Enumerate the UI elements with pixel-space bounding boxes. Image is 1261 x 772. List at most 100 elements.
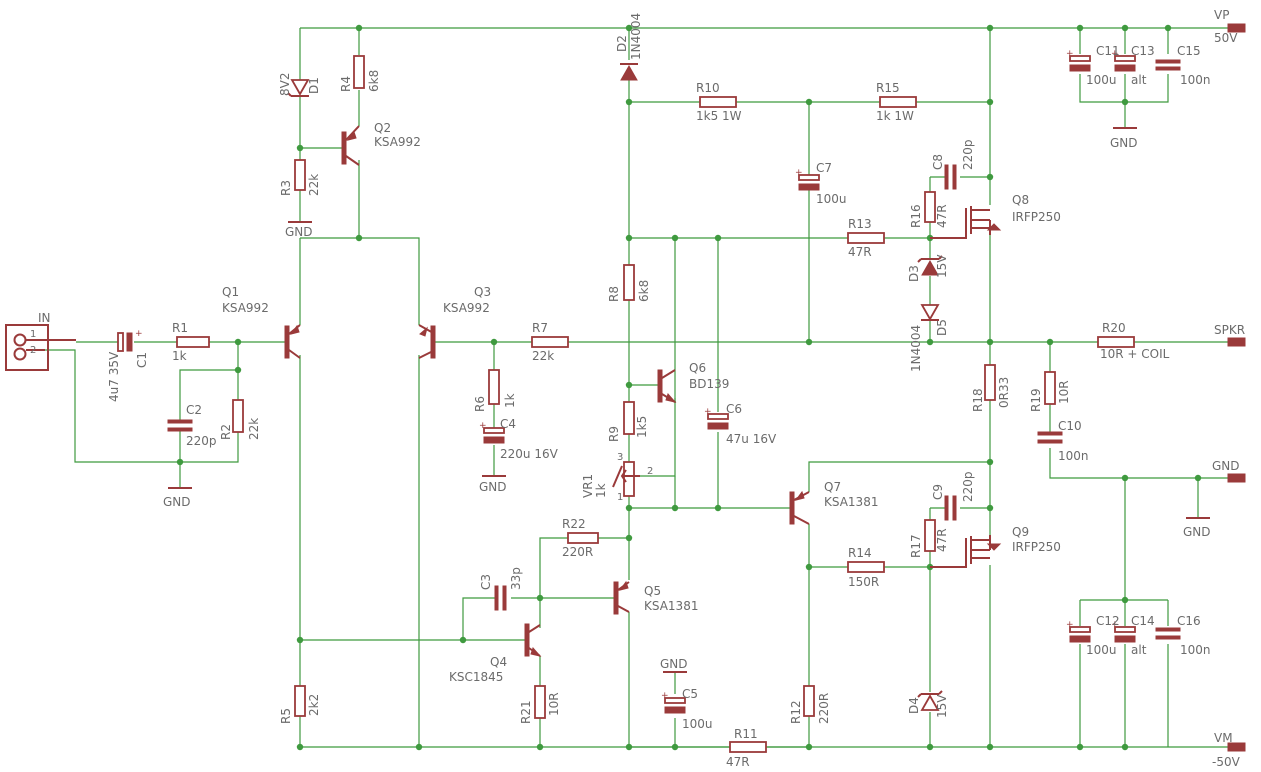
label-r20: R20 — [1102, 321, 1126, 335]
svg-text:+: + — [1111, 620, 1119, 630]
label-r17-value: 47R — [935, 528, 949, 552]
label-c9-value: 220p — [961, 471, 975, 502]
label-c13: C13 — [1131, 44, 1155, 58]
resistor-r13 — [847, 232, 885, 244]
resistor-r9 — [623, 401, 635, 435]
label-d3: D3 — [907, 265, 921, 282]
resistors — [176, 55, 1135, 753]
resistor-r15 — [879, 96, 917, 108]
label-gnd-1: GND — [285, 225, 313, 239]
label-r13: R13 — [848, 217, 872, 231]
label-r3-value: 22k — [307, 174, 321, 196]
label-r11-value: 47R — [726, 755, 750, 769]
label-c8-value: 220p — [961, 139, 975, 170]
label-c7-value: 100u — [816, 192, 847, 206]
diode-d5 — [920, 304, 940, 321]
label-c1: C1 — [135, 352, 149, 368]
label-vp-value: 50V — [1214, 31, 1238, 45]
resistor-r11 — [729, 741, 767, 753]
ground-symbols — [168, 127, 1210, 673]
vp-terminal — [1227, 23, 1246, 33]
label-r4: R4 — [339, 76, 353, 92]
label-r9: R9 — [607, 426, 621, 442]
label-q7: Q7 — [824, 480, 841, 494]
label-r21: R21 — [519, 700, 533, 724]
resistor-r5 — [294, 685, 306, 717]
label-c13-value: alt — [1131, 73, 1147, 87]
label-vr1-pin-2: 2 — [647, 466, 653, 477]
label-r9-value: 1k5 — [635, 416, 649, 438]
label-gnd-2: GND — [1110, 136, 1138, 150]
label-in: IN — [38, 311, 51, 325]
label-c11: C11 — [1096, 44, 1120, 58]
capacitor-c12: + — [1066, 620, 1091, 643]
resistor-r21 — [534, 685, 546, 719]
label-r5: R5 — [279, 708, 293, 724]
transistor-q5 — [613, 580, 630, 615]
label-c10-value: 100n — [1058, 449, 1089, 463]
label-q7-value: KSA1381 — [824, 495, 878, 509]
label-r15: R15 — [876, 81, 900, 95]
label-r12: R12 — [789, 700, 803, 724]
label-c2-value: 220p — [186, 434, 217, 448]
label-c8: C8 — [931, 154, 945, 170]
label-gnd-7: GND — [660, 657, 688, 671]
resistor-r22 — [567, 532, 599, 544]
capacitor-c1: + — [117, 329, 143, 352]
electrolytic-capacitors: + + + + + + + + + — [117, 49, 1136, 714]
capacitor-c5: + — [661, 691, 686, 714]
label-r1-value: 1k — [172, 349, 187, 363]
label-r2-value: 22k — [247, 418, 261, 440]
label-d1-value: 8V2 — [278, 73, 292, 96]
capacitor-c15 — [1155, 59, 1181, 71]
label-r6: R6 — [473, 396, 487, 412]
capacitor-c2 — [167, 419, 193, 432]
label-r18-value: 0R33 — [997, 377, 1011, 408]
svg-text:+: + — [479, 421, 487, 431]
label-r22-value: 220R — [562, 545, 593, 559]
label-c12-value: 100u — [1086, 643, 1117, 657]
label-r7: R7 — [532, 321, 548, 335]
label-c5-value: 100u — [682, 717, 713, 731]
label-q3: Q3 — [474, 285, 491, 299]
label-c3-value: 33p — [509, 567, 523, 590]
label-r21-value: 10R — [547, 692, 561, 716]
resistor-r3 — [294, 159, 306, 191]
label-q3-value: KSA992 — [443, 301, 490, 315]
label-spkr: SPKR — [1214, 323, 1245, 337]
wires — [45, 27, 1228, 748]
label-c10: C10 — [1058, 419, 1082, 433]
label-r13-value: 47R — [848, 245, 872, 259]
label-q4: Q4 — [490, 655, 507, 669]
resistor-r1 — [176, 336, 210, 348]
label-c16: C16 — [1177, 614, 1201, 628]
vr1-wiper — [612, 465, 640, 488]
label-r3: R3 — [279, 180, 293, 196]
mosfet-q9 — [930, 535, 1002, 568]
transistor-q1 — [284, 324, 301, 359]
transistors — [284, 125, 1002, 657]
transistor-q3 — [418, 324, 436, 359]
label-r5-value: 2k2 — [307, 694, 321, 716]
label-c2: C2 — [186, 403, 202, 417]
svg-text:+: + — [135, 329, 143, 339]
junctions — [176, 24, 1202, 751]
label-gnd-3: GND — [163, 495, 191, 509]
capacitor-c8 — [944, 164, 957, 190]
input-connector — [5, 324, 49, 371]
label-vr1: VR1 — [581, 474, 595, 498]
label-r10: R10 — [696, 81, 720, 95]
capacitor-c7: + — [795, 168, 820, 191]
label-r1: R1 — [172, 321, 188, 335]
label-vm-value: -50V — [1212, 755, 1241, 769]
label-r2: R2 — [219, 424, 233, 440]
label-gnd-4: GND — [479, 480, 507, 494]
svg-text:+: + — [1066, 620, 1074, 630]
resistor-r7 — [531, 336, 569, 348]
label-r10-value: 1k5 1W — [696, 109, 742, 123]
capacitor-c3 — [494, 585, 507, 611]
transistor-q2 — [341, 125, 360, 166]
transistor-q7 — [789, 490, 810, 525]
label-pin-2: 2 — [30, 345, 36, 356]
label-c15-value: 100n — [1180, 73, 1211, 87]
